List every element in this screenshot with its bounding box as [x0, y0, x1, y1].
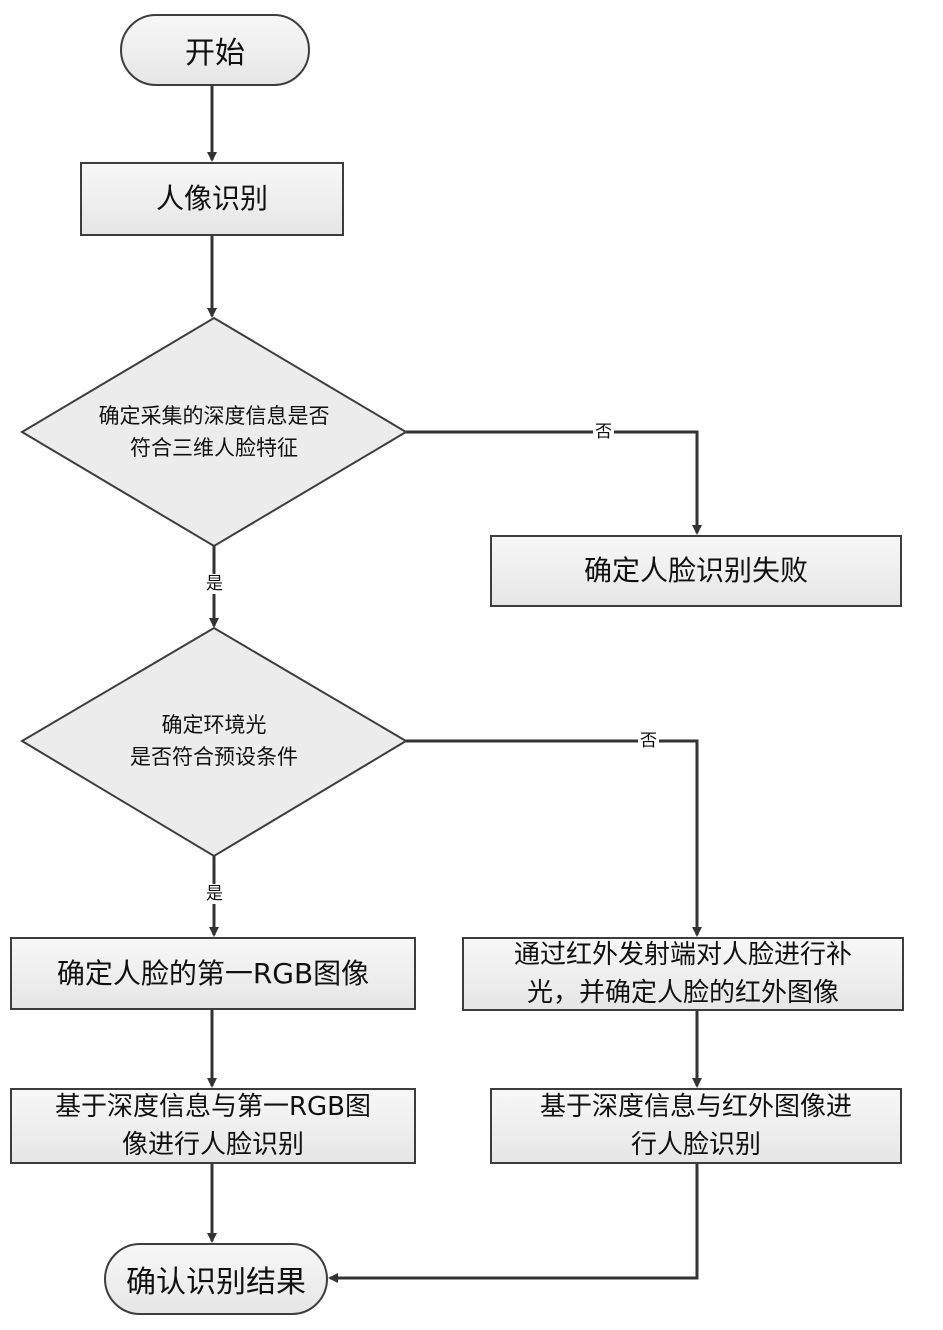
recognize-ir-line-2: 行人脸识别 — [630, 1130, 761, 1160]
recognize-ir-box: 基于深度信息与红外图像进 行人脸识别 — [490, 1088, 902, 1164]
light-no-label: 否 — [638, 731, 659, 751]
decision-light-line-1: 确定环境光 — [161, 713, 267, 737]
rgb-image-label: 确定人脸的第一RGB图像 — [56, 956, 370, 990]
light-yes-label: 是 — [204, 884, 225, 904]
end-node: 确认识别结果 — [104, 1243, 328, 1315]
decision-depth-text: 确定采集的深度信息是否 符合三维人脸特征 — [52, 400, 376, 464]
recognize-rgb-box: 基于深度信息与第一RGB图 像进行人脸识别 — [10, 1088, 416, 1164]
arrow-recognize-ir-to-end — [328, 1164, 699, 1283]
infrared-fill-box: 通过红外发射端对人脸进行补 光，并确定人脸的红外图像 — [462, 937, 904, 1011]
infrared-fill-line-2: 光，并确定人脸的红外图像 — [526, 978, 839, 1008]
recognition-fail-box: 确定人脸识别失败 — [490, 535, 902, 607]
arrow-depth-no-to-fail — [406, 430, 702, 535]
end-label: 确认识别结果 — [126, 1265, 306, 1300]
decision-depth-line-1: 确定采集的深度信息是否 — [98, 404, 330, 428]
arrow-light-no-to-ir — [406, 739, 702, 937]
depth-yes-label: 是 — [204, 574, 225, 594]
decision-depth-line-2: 符合三维人脸特征 — [130, 436, 298, 460]
recognize-rgb-line-2: 像进行人脸识别 — [121, 1130, 304, 1160]
recognize-ir-line-1: 基于深度信息与红外图像进 — [539, 1092, 852, 1122]
infrared-fill-line-1: 通过红外发射端对人脸进行补 — [513, 940, 852, 970]
depth-no-label: 否 — [593, 422, 614, 442]
recognition-fail-label: 确定人脸识别失败 — [583, 554, 808, 587]
decision-light-line-2: 是否符合预设条件 — [130, 745, 298, 769]
start-label: 开始 — [185, 36, 245, 71]
recognize-rgb-line-1: 基于深度信息与第一RGB图 — [54, 1092, 372, 1122]
start-node: 开始 — [120, 14, 310, 86]
portrait-recognition-box: 人像识别 — [80, 162, 344, 236]
portrait-recognition-label: 人像识别 — [155, 182, 268, 215]
rgb-image-box: 确定人脸的第一RGB图像 — [10, 937, 416, 1010]
decision-light-text: 确定环境光 是否符合预设条件 — [72, 709, 356, 773]
